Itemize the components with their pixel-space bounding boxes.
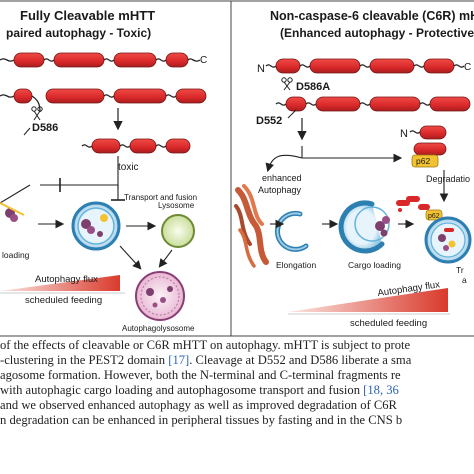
left-loading-label: loading [2,250,30,260]
left-title-line1: Fully Cleavable mHTT [20,8,155,23]
right-p62-small-label: p62 [428,213,440,220]
figure-caption: of the effects of cleavable or C6R mHTT … [0,338,474,474]
right-cargo-loading-vesicle [338,200,390,254]
caption-line-5: and we observed enhanced autophagy as we… [0,398,397,412]
left-lysosome [161,214,195,248]
right-transport-vesicle [424,216,472,264]
right-cargo-loading-label: Cargo loading [348,260,401,270]
right-p62-label: p62 [416,156,430,166]
left-cleavage-scissors-icon [31,106,43,121]
right-enhanced-label-line1: enhanced [262,173,302,183]
right-c-terminus-label: C [464,62,471,73]
caption-line-4-a: with autophagic cargo loading and autoph… [0,383,364,397]
right-cleavage-scissors-icon [281,77,293,91]
right-n-fragment-label: N [400,128,408,140]
panel-frames [0,0,474,337]
right-er-membrane [234,184,269,268]
caption-ref-18-36[interactable]: [18, 36 [363,383,399,397]
left-panel: Fully Cleavable mHTT paired autophagy - … [0,8,207,333]
left-toxic-label: toxic [118,162,139,173]
left-cleavage-site-label: D586 [32,122,58,134]
left-autophagy-flux-wedge [0,275,120,291]
right-phagophore-elongation [275,210,309,252]
right-p62-aggregates: p62 [396,196,443,221]
left-transport-label: Transport and fusion [124,193,197,202]
right-cleavage-site2-label: D586A [296,81,330,93]
right-degradation-label: Degradatio [426,174,470,184]
left-c-terminal-fragment [81,108,191,154]
right-n-terminus-label: N [257,63,265,75]
right-title-line2: (Enhanced autophagy - Protective) [280,26,474,40]
left-scheduled-feeding-label: scheduled feeding [25,295,102,306]
caption-line-2-a: -clustering in the PEST2 domain [0,353,169,367]
left-autophagosome [71,201,121,251]
right-branch-arrows [265,146,449,203]
right-n-terminal-fragment: N p62 [400,125,447,168]
caption-line-1: of the effects of cleavable or C6R mHTT … [0,338,411,352]
left-lysosome-label: Lysosome [158,201,195,210]
right-panel: Non-caspase-6 cleavable (C6R) mHTT (Enha… [234,9,474,329]
right-autophagy-flux-wedge [288,288,448,312]
left-autophagy-flux-label: Autophagy flux [35,274,98,285]
left-c-terminus-label: C [200,55,207,66]
right-enhanced-label-line2: Autophagy [258,185,302,195]
left-mhtt-full-length: C [0,52,207,113]
right-cleavage-site1-label: D552 [256,115,282,127]
caption-line-2-b: . Cleavage at D552 and D586 liberate a s… [189,353,412,367]
right-transport-label-2: a [462,275,467,285]
left-autophagolysosome-label: Autophagolysosome [122,324,195,333]
right-scheduled-feeding-label: scheduled feeding [350,318,427,329]
right-mhtt-full-length: N C [257,58,471,112]
caption-line-2: -clustering in the PEST2 domain [17]. Cl… [0,353,474,368]
left-cargo [0,202,25,222]
right-transport-label: Tr [456,265,464,275]
right-title-line1: Non-caspase-6 cleavable (C6R) mHTT [270,9,474,23]
left-inhibition-lines [0,156,125,204]
caption-line-3: agosome formation. However, both the N-t… [0,368,401,382]
caption-ref-17[interactable]: [17] [168,353,190,367]
right-elongation-label: Elongation [276,260,316,270]
left-title-line2: paired autophagy - Toxic) [6,26,151,40]
caption-line-4: with autophagic cargo loading and autoph… [0,383,474,398]
left-autophagolysosome [135,271,185,321]
caption-line-6: n degradation can be enhanced in periphe… [0,413,403,427]
